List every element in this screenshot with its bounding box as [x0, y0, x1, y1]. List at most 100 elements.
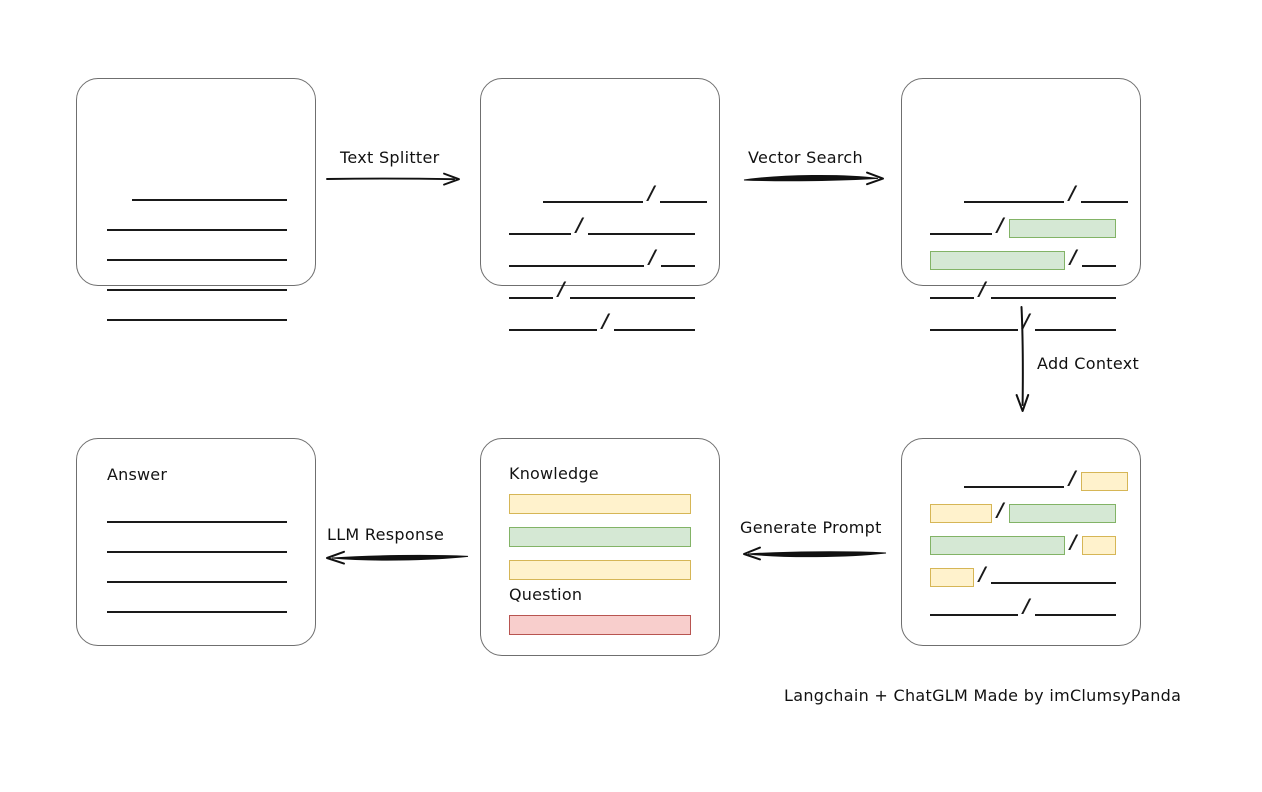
- edge-label-llm-response: LLM Response: [327, 525, 445, 544]
- doc-line-rule: [107, 289, 287, 291]
- chunk-separator: /: [997, 499, 1004, 521]
- chunk-row: /: [930, 563, 1116, 587]
- prompt-question-bar: [509, 615, 691, 635]
- answer-line-rule: [107, 551, 287, 553]
- prompt-knowledge-bar: [509, 494, 691, 514]
- answer-line-rule: [107, 581, 287, 583]
- answer-line: [107, 597, 287, 615]
- chunk-row: /: [509, 310, 695, 333]
- chunk-separator: /: [648, 182, 655, 204]
- vector-matched-rows: / / / / /: [902, 79, 1140, 331]
- doc-line: [107, 245, 287, 263]
- prompt-question-label: Question: [509, 585, 583, 604]
- node-source-document[interactable]: [76, 78, 316, 321]
- chunk-row: /: [930, 214, 1116, 238]
- chunk-segment-line: [569, 297, 695, 299]
- answer-label: Answer: [107, 465, 168, 484]
- chunk-row: /: [509, 214, 695, 237]
- answer-line: [107, 507, 287, 525]
- chunk-row: /: [930, 531, 1116, 555]
- node-answer[interactable]: Answer: [76, 438, 316, 646]
- chunk-segment-line: [543, 201, 643, 203]
- chunk-segment-line: [1081, 265, 1116, 267]
- chunk-row: /: [930, 278, 1116, 301]
- chunk-segment-line: [509, 297, 553, 299]
- prompt-inner: Knowledge Question: [481, 439, 719, 655]
- answer-line-rule: [107, 521, 287, 523]
- chunk-separator: /: [602, 310, 609, 332]
- chunk-segment-line: [1080, 201, 1128, 203]
- chunk-row: /: [930, 595, 1116, 618]
- edge-label-vector-search: Vector Search: [748, 148, 863, 167]
- answer-line: [107, 567, 287, 585]
- chunk-separator: /: [1070, 531, 1077, 553]
- chunk-segment-line: [509, 233, 571, 235]
- doc-line: [107, 305, 287, 323]
- chunk-segment-line: [930, 614, 1018, 616]
- chunk-separator: /: [649, 246, 656, 268]
- node-vector-matched-document[interactable]: / / / / /: [901, 78, 1141, 331]
- chunk-segment-line: [930, 329, 1018, 331]
- chunk-segment-line: [1034, 614, 1116, 616]
- chunk-row: /: [509, 278, 695, 301]
- source-document-lines: [77, 79, 315, 321]
- chunk-segment-highlight-yellow: [1080, 472, 1128, 491]
- chunk-row: /: [509, 246, 695, 269]
- chunk-segment-line: [964, 201, 1064, 203]
- arrow-text-splitter: [326, 170, 468, 188]
- doc-line-rule: [107, 319, 287, 321]
- node-split-document[interactable]: / / / / /: [480, 78, 720, 331]
- node-context-added-document[interactable]: / / / / /: [901, 438, 1141, 646]
- chunk-row: /: [543, 182, 707, 205]
- doc-line-rule: [132, 199, 287, 201]
- chunk-separator: /: [979, 278, 986, 300]
- answer-line-rule: [107, 611, 287, 613]
- chunk-segment-line: [930, 233, 992, 235]
- node-prompt[interactable]: Knowledge Question: [480, 438, 720, 656]
- chunk-separator: /: [1023, 310, 1030, 332]
- chunk-segment-line: [613, 329, 695, 331]
- chunk-row: /: [964, 469, 1128, 491]
- prompt-knowledge-bar: [509, 527, 691, 547]
- chunk-separator: /: [1023, 595, 1030, 617]
- answer-line: [107, 537, 287, 555]
- chunk-row: /: [930, 310, 1116, 333]
- doc-line-rule: [107, 259, 287, 261]
- chunk-segment-highlight-yellow: [930, 568, 974, 587]
- context-added-rows: / / / / /: [902, 439, 1140, 645]
- prompt-knowledge-label: Knowledge: [509, 464, 599, 483]
- chunk-segment-highlight-green: [930, 536, 1065, 555]
- chunk-segment-line: [509, 329, 597, 331]
- doc-line: [107, 275, 287, 293]
- chunk-separator: /: [576, 214, 583, 236]
- split-document-rows: / / / / /: [481, 79, 719, 331]
- arrow-llm-response: [318, 548, 470, 568]
- chunk-segment-line: [964, 486, 1064, 488]
- arrow-generate-prompt: [736, 544, 888, 564]
- chunk-separator: /: [997, 214, 1004, 236]
- chunk-segment-line: [1034, 329, 1116, 331]
- chunk-separator: /: [1070, 246, 1077, 268]
- chunk-segment-highlight-yellow: [930, 504, 992, 523]
- chunk-separator: /: [979, 563, 986, 585]
- edge-label-add-context: Add Context: [1037, 354, 1140, 373]
- chunk-separator: /: [1069, 182, 1076, 204]
- chunk-segment-line: [659, 201, 707, 203]
- chunk-separator: /: [558, 278, 565, 300]
- chunk-segment-line: [587, 233, 695, 235]
- chunk-segment-line: [930, 297, 974, 299]
- chunk-segment-line: [990, 297, 1116, 299]
- arrow-vector-search: [742, 168, 894, 188]
- chunk-row: /: [930, 246, 1116, 270]
- answer-inner: Answer: [77, 439, 315, 645]
- doc-line: [132, 185, 287, 203]
- chunk-segment-line: [990, 582, 1116, 584]
- chunk-row: /: [964, 182, 1128, 205]
- doc-line-rule: [107, 229, 287, 231]
- doc-line: [107, 215, 287, 233]
- footer-credit: Langchain + ChatGLM Made by imClumsyPand…: [784, 686, 1182, 705]
- chunk-segment-highlight-green: [1008, 219, 1116, 238]
- edge-label-generate-prompt: Generate Prompt: [740, 518, 882, 537]
- chunk-segment-line: [660, 265, 695, 267]
